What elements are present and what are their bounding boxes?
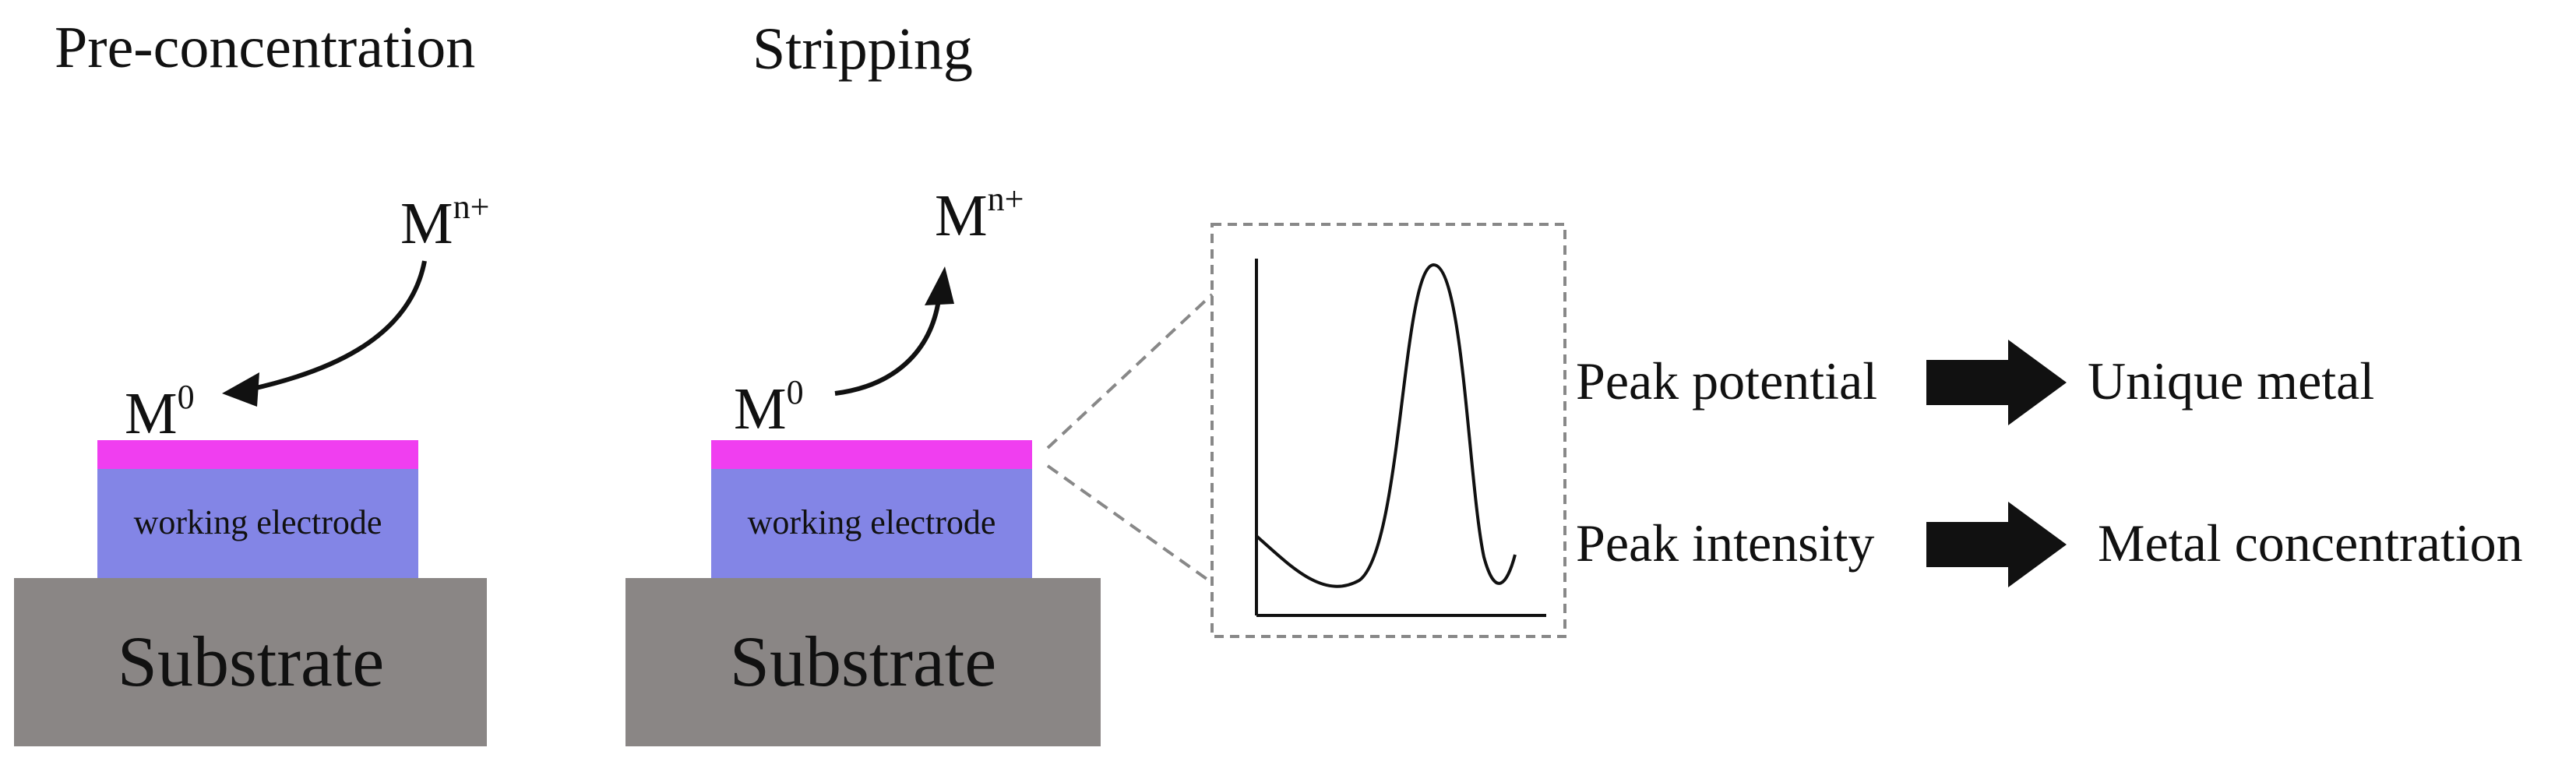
zoom-guide-line-bottom — [1046, 464, 1214, 584]
metal-zero-charge: 0 — [178, 378, 195, 416]
preconcentration-title: Pre-concentration — [55, 15, 475, 80]
readout-property-label: Peak intensity — [1576, 513, 1874, 573]
metal-zero-charge: 0 — [787, 373, 804, 411]
zoom-guide-line-top — [1046, 293, 1214, 450]
right-arrow-icon — [1926, 340, 2067, 425]
readout-peak-potential: Peak potential Unique metal — [1576, 340, 2374, 425]
metal-ion-label: Mn+ — [935, 180, 1024, 249]
metal-zero-label: M0 — [125, 378, 195, 446]
deposited-metal-film — [97, 440, 418, 469]
metal-zero-base: M — [734, 376, 787, 442]
substrate-label: Substrate — [730, 622, 996, 701]
working-electrode-label: working electrode — [134, 503, 382, 541]
right-arrow-icon — [1926, 502, 2067, 587]
stripping-title: Stripping — [752, 16, 973, 82]
metal-zero-base: M — [125, 381, 178, 446]
readout-peak-intensity: Peak intensity Metal concentration — [1576, 502, 2523, 587]
metal-ion-base: M — [400, 191, 453, 256]
metal-ion-charge: n+ — [453, 188, 490, 226]
readout-meaning-label: Unique metal — [2088, 351, 2374, 411]
stripping-panel: Stripping Mn+ M0 working electrode Subst… — [625, 16, 1101, 746]
substrate — [14, 578, 487, 746]
stripping-arrowhead — [925, 266, 954, 305]
substrate-label: Substrate — [118, 622, 384, 701]
metal-zero-label: M0 — [734, 373, 804, 442]
working-electrode-label: working electrode — [748, 503, 996, 541]
stripping-arrow — [834, 299, 941, 396]
metal-ion-base: M — [935, 183, 988, 249]
preconcentration-panel: Pre-concentration Mn+ M0 working electro… — [14, 15, 489, 746]
stripping-peak-curve — [1255, 263, 1517, 588]
working-electrode — [97, 469, 418, 578]
stripped-metal-film — [711, 440, 1032, 469]
readout-meaning-label: Metal concentration — [2098, 513, 2523, 573]
voltammogram-zoom — [1046, 223, 1566, 638]
deposition-arrow — [248, 260, 427, 392]
working-electrode — [711, 469, 1032, 578]
metal-ion-label: Mn+ — [400, 188, 489, 256]
deposition-arrowhead — [222, 372, 259, 407]
readout-property-label: Peak potential — [1576, 351, 1877, 411]
zoom-box — [1210, 223, 1566, 638]
metal-ion-charge: n+ — [988, 180, 1024, 218]
substrate — [625, 578, 1101, 746]
